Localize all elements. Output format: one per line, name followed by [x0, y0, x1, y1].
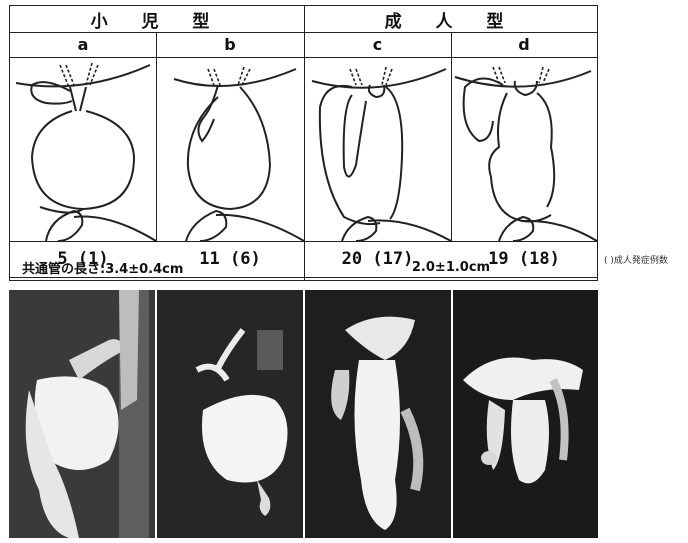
classification-table: 小 児 型 成 人 型 a b c d [9, 5, 598, 281]
header-pediatric-type: 小 児 型 [10, 6, 304, 32]
diagram-type-c [304, 57, 451, 241]
common-duct-length-pediatric: 共通管の長さ:3.4±0.4cm [10, 254, 304, 280]
subtype-a-label: a [10, 32, 156, 57]
cholangiogram-c [305, 290, 451, 538]
cholangiogram-b [157, 290, 303, 538]
cholangiogram-a [9, 290, 155, 538]
diagram-type-d [451, 57, 597, 241]
subtype-b-label: b [156, 32, 304, 57]
cholangiogram-d [453, 290, 598, 538]
common-duct-length-adult: 2.0±1.0cm [304, 254, 598, 280]
footnote: ( )成人発症例数 [604, 253, 668, 266]
cholangiogram-images [9, 290, 598, 538]
diagram-type-a [10, 57, 156, 241]
subtype-c-label: c [304, 32, 451, 57]
header-adult-type: 成 人 型 [304, 6, 598, 32]
diagram-type-b [156, 57, 304, 241]
subtype-d-label: d [451, 32, 597, 57]
